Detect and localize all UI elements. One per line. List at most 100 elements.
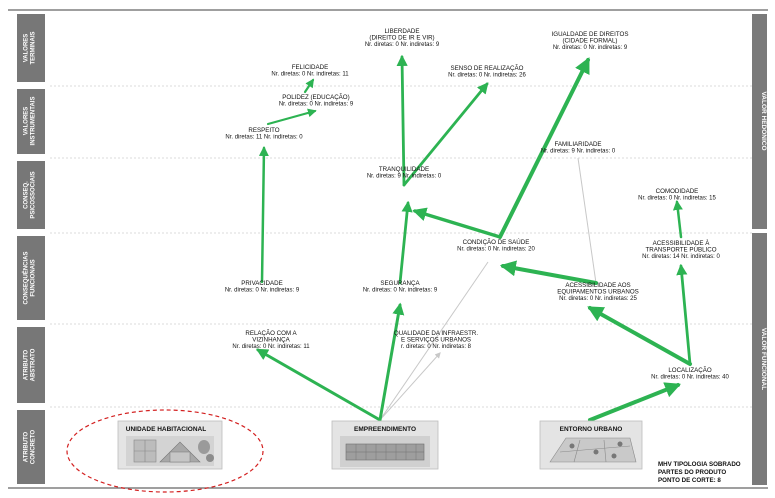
level-label-cp: CONSEQ.PSICOSSOCIAIS xyxy=(24,171,37,218)
node-seguranca-stat: Nr. diretas: 0 Nr. indiretas: 9 xyxy=(363,288,438,294)
node-felicidade-title-0: FELICIDADE xyxy=(292,64,328,71)
level-cf-line-0: CONSEQUÊNCIAS xyxy=(22,251,30,304)
node-igualdade-title-0: IGUALDADE DE DIREITOS xyxy=(552,31,629,38)
node-infraestr-title-1: E SERVIÇOS URBANOS xyxy=(401,337,471,344)
link-localizacao-transp xyxy=(676,263,692,366)
level-label-cf: CONSEQUÊNCIASFUNCIONAIS xyxy=(22,251,37,304)
node-liberdade: LIBERDADE(DIREITO DE IR E VIR)Nr. direta… xyxy=(365,28,440,48)
node-vizinhanca-title-0: RELAÇÃO COM A xyxy=(245,330,297,337)
category-empreendimento[interactable]: EMPREENDIMENTO xyxy=(331,420,439,470)
category-entorno-title: ENTORNO URBANO xyxy=(560,426,623,433)
node-vizinhanca-stat: Nr. diretas: 0 Nr. indiretas: 11 xyxy=(232,344,310,350)
node-localizacao-stat: Nr. diretas: 0 Nr. indiretas: 40 xyxy=(651,375,729,381)
note-line-3: PONTO DE CORTE: 8 xyxy=(658,477,721,484)
node-acessib_transp-stat: Nr. diretas: 14 Nr. indiretas: 0 xyxy=(642,254,720,260)
node-privacidade-stat: Nr. diretas: 0 Nr. indiretas: 9 xyxy=(225,288,300,294)
level-label-ac: ATRIBUTOCONCRETO xyxy=(24,430,37,465)
node-felicidade-stat: Nr. diretas: 0 Nr. indiretas: 11 xyxy=(271,72,349,78)
link-polidez-felicidade xyxy=(303,78,315,94)
link-privacidade-respeito xyxy=(258,146,269,284)
building-icon xyxy=(340,436,430,467)
link-empreend-infraestr xyxy=(379,352,441,421)
level-label-vi: VALORESINSTRUMENTAIS xyxy=(24,97,37,146)
note-line-2: PARTES DO PRODUTO xyxy=(658,469,726,476)
node-senso-title-0: SENSO DE REALIZAÇÃO xyxy=(451,65,524,72)
node-tranquilidade-title-0: TRANQUILIDADE xyxy=(379,166,429,173)
weak-links xyxy=(379,157,597,421)
level-vi-line-0: VALORES xyxy=(24,107,30,136)
node-acessib_equip-stat: Nr. diretas: 0 Nr. indiretas: 25 xyxy=(559,296,637,302)
level-cp-line-0: CONSEQ. xyxy=(24,181,30,209)
level-bar-cp xyxy=(17,161,45,229)
side-label-funcional: VALOR FUNCIONAL xyxy=(760,328,767,390)
row-separators xyxy=(50,85,752,408)
node-tranquilidade-stat: Nr. diretas: 9 Nr. indiretas: 0 xyxy=(367,174,442,180)
level-label-aa: ATRIBUTOABSTRATO xyxy=(24,348,37,381)
node-igualdade-title-1: (CIDADE FORMAL) xyxy=(562,38,617,45)
house-layout-icon xyxy=(126,436,214,466)
category-unidade[interactable]: UNIDADE HABITACIONAL xyxy=(117,420,223,470)
level-vt-line-0: VALORES xyxy=(24,34,30,63)
node-liberdade-stat: Nr. diretas: 0 Nr. indiretas: 9 xyxy=(365,42,440,48)
node-familiaridade-title-0: FAMILIARIDADE xyxy=(554,141,601,148)
category-empreendimento-title: EMPREENDIMENTO xyxy=(354,426,416,433)
link-empreend-seguranca xyxy=(378,302,405,422)
level-bar-vt xyxy=(17,14,45,82)
node-infraestr: QUALIDADE DA INFRAESTR.E SERVIÇOS URBANO… xyxy=(394,330,479,350)
strong-links xyxy=(255,54,692,422)
typology-note: MHV TIPOLOGIA SOBRADO PARTES DO PRODUTO … xyxy=(658,461,741,484)
level-bar-cf xyxy=(17,236,45,320)
node-liberdade-title-0: LIBERDADE xyxy=(384,28,419,35)
node-igualdade-stat: Nr. diretas: 0 Nr. indiretas: 9 xyxy=(553,45,628,51)
level-ac-line-0: ATRIBUTO xyxy=(24,431,30,462)
link-saude-tranquilidade xyxy=(412,207,502,239)
link-empreend-saude xyxy=(379,261,489,421)
side-bar-funcional xyxy=(752,233,767,485)
node-comodidade-title-0: COMODIDADE xyxy=(656,188,699,195)
city-map-icon xyxy=(549,437,637,463)
level-aa-line-1: ABSTRATO xyxy=(31,348,37,381)
node-senso-stat: Nr. diretas: 0 Nr. indiretas: 26 xyxy=(448,73,526,79)
link-transp-comodidade xyxy=(672,200,683,239)
level-bar-aa xyxy=(17,327,45,403)
node-privacidade-title-0: PRIVACIDADE xyxy=(241,280,283,287)
link-entorno-localizacao xyxy=(588,382,681,422)
link-localizacao-acessib xyxy=(587,306,692,366)
link-seguranca-tranquilidade xyxy=(398,200,413,285)
level-cp-line-1: PSICOSSOCIAIS xyxy=(31,171,37,218)
node-comodidade-stat: Nr. diretas: 0 Nr. indiretas: 15 xyxy=(638,196,716,202)
category-entorno[interactable]: ENTORNO URBANO xyxy=(539,420,643,470)
node-polidez-stat: Nr. diretas: 0 Nr. indiretas: 9 xyxy=(279,102,354,108)
level-axis: VALORESTERMINAIS VALORESINSTRUMENTAIS CO… xyxy=(17,14,45,484)
level-vi-line-1: INSTRUMENTAIS xyxy=(31,97,37,146)
highlight-ellipse xyxy=(66,409,264,493)
value-axis: VALOR HEDÔNICO VALOR FUNCIONAL xyxy=(752,14,769,485)
node-localizacao-title-0: LOCALIZAÇÃO xyxy=(668,367,712,374)
category-unidade-title: UNIDADE HABITACIONAL xyxy=(126,426,206,433)
link-saude-igualdade xyxy=(498,57,590,239)
link-tranquilidade-senso xyxy=(402,82,489,187)
node-igualdade: IGUALDADE DE DIREITOS(CIDADE FORMAL)Nr. … xyxy=(552,31,629,51)
node-infraestr-stat: r. diretas: 0 Nr. indiretas: 8 xyxy=(401,344,472,350)
level-bar-ac xyxy=(17,410,45,484)
node-liberdade-title-1: (DIREITO DE IR E VIR) xyxy=(369,35,434,42)
node-vizinhanca-title-1: VIZINHANÇA xyxy=(252,337,290,344)
node-seguranca-title-0: SEGURANÇA xyxy=(380,280,420,287)
link-tranquilidade-liberdade xyxy=(396,54,408,187)
level-ac-line-1: CONCRETO xyxy=(31,430,37,465)
side-label-hedonico: VALOR HEDÔNICO xyxy=(760,91,769,150)
level-vt-line-1: TERMINAIS xyxy=(31,32,37,65)
